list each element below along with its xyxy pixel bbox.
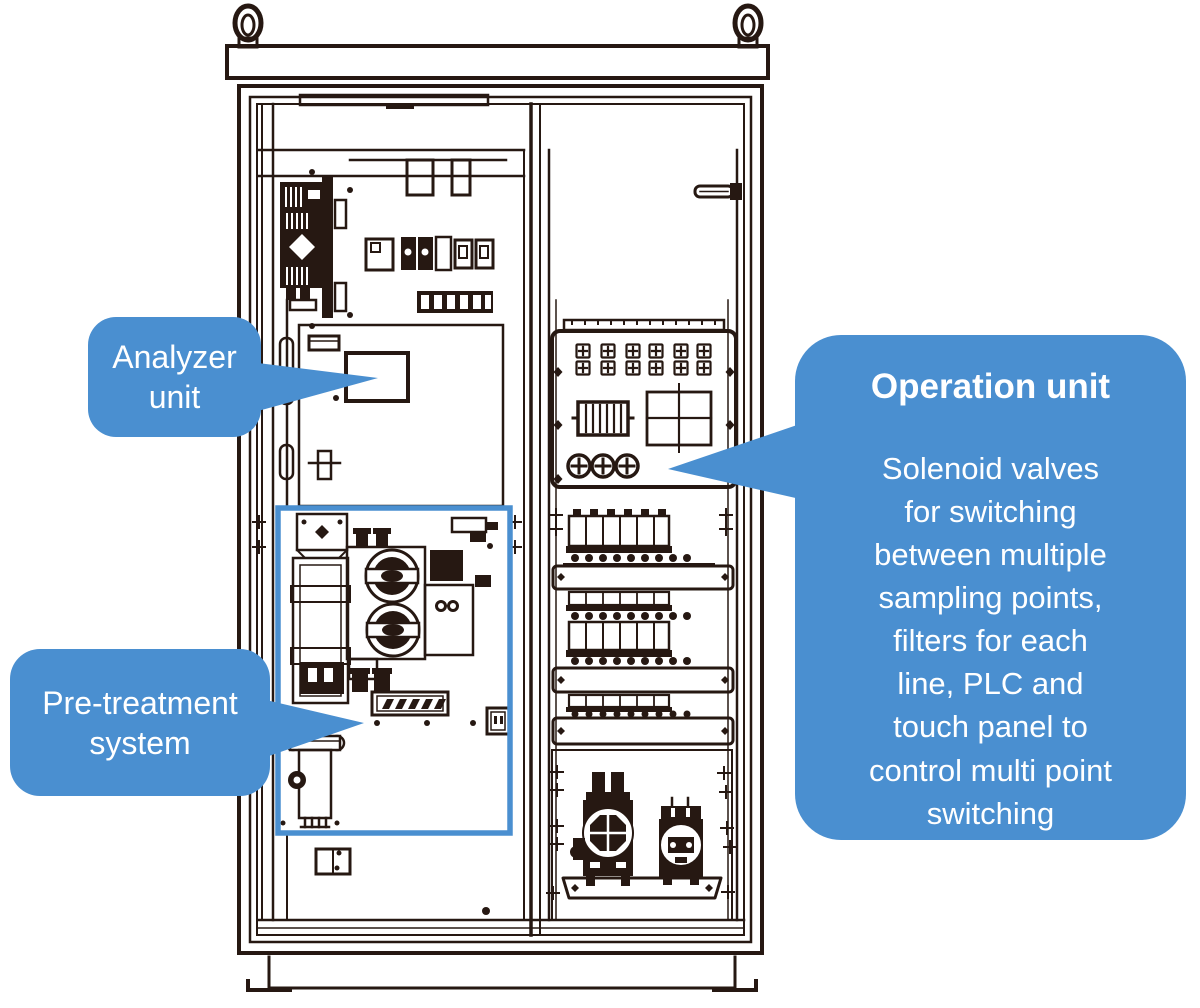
eyebolt-right xyxy=(732,3,764,49)
plinth xyxy=(246,955,758,992)
cabinet-outer-frame xyxy=(237,84,764,955)
push-buttons xyxy=(575,343,712,376)
eyebolt-left xyxy=(232,3,264,49)
analyzer-callout-arrow xyxy=(258,363,378,411)
circuit-board xyxy=(280,169,353,329)
pump-right xyxy=(659,796,703,885)
drip-tray xyxy=(561,876,723,900)
control-knobs xyxy=(566,453,640,479)
analyzer-unit-panel xyxy=(297,323,505,508)
pretreatment-callout-arrow xyxy=(266,700,364,757)
pretreatment-callout: Pre-treatment system xyxy=(10,649,270,796)
solenoid-valve-banks xyxy=(551,509,735,746)
pretreatment-equipment xyxy=(280,512,511,829)
pretreatment-callout-label: Pre-treatment system xyxy=(42,684,238,761)
registration-marks xyxy=(252,515,522,554)
touch-panel-display xyxy=(645,383,713,453)
operation-callout-description: Solenoid valves for switching between mu… xyxy=(869,451,1112,831)
operation-callout: Operation unit Solenoid valves for switc… xyxy=(795,335,1186,840)
analyzer-callout-label: Analyzer unit xyxy=(112,339,237,415)
top-cap xyxy=(225,44,770,80)
operation-panel xyxy=(550,318,738,489)
operation-callout-arrow xyxy=(668,424,800,499)
pump-left xyxy=(570,772,634,886)
pump-compartment xyxy=(551,749,733,921)
pretreatment-highlight-box xyxy=(275,505,513,836)
louver-vent xyxy=(571,400,635,437)
door-handle xyxy=(693,183,742,200)
analyzer-callout: Analyzer unit xyxy=(88,317,261,437)
breaker-row xyxy=(364,235,495,313)
operation-callout-title: Operation unit xyxy=(870,367,1111,406)
